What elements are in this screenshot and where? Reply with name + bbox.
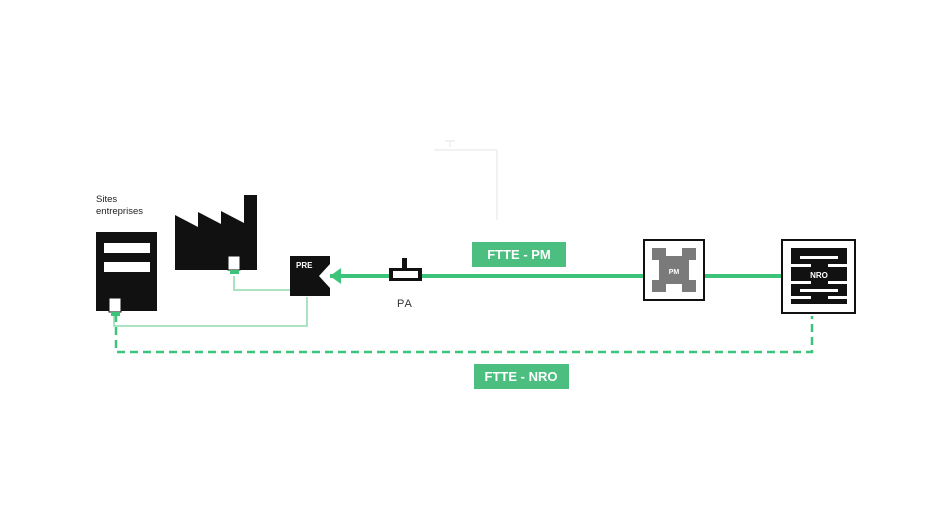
ftte-nro-label: FTTE - NRO xyxy=(485,369,558,384)
building-to-pre-line xyxy=(113,297,308,327)
site-connection-lines xyxy=(113,276,308,327)
pre-arrow-icon xyxy=(330,268,341,284)
sites-label-line-1: Sites xyxy=(96,194,117,205)
pre-box: PRE xyxy=(290,256,330,296)
pm-label: PM xyxy=(669,269,680,276)
pa-label: PA xyxy=(397,298,413,310)
pa-splice-icon xyxy=(389,258,422,281)
ftte-nro-dashed-line xyxy=(114,314,814,354)
ftte-pm-badge: FTTE - PM xyxy=(472,242,566,267)
ftte-nro-badge: FTTE - NRO xyxy=(474,364,569,389)
nro-central-office: NRO xyxy=(781,239,856,314)
pre-label: PRE xyxy=(296,261,313,270)
pm-cabinet: PM xyxy=(643,239,705,301)
sites-label-line-2: entreprises xyxy=(96,206,143,217)
factory-to-pre-line xyxy=(233,276,290,291)
office-building-icon xyxy=(96,232,157,316)
factory-icon xyxy=(175,195,257,274)
ftte-pm-label: FTTE - PM xyxy=(487,247,551,262)
faint-background-lines xyxy=(434,140,498,220)
nro-label: NRO xyxy=(810,271,828,280)
